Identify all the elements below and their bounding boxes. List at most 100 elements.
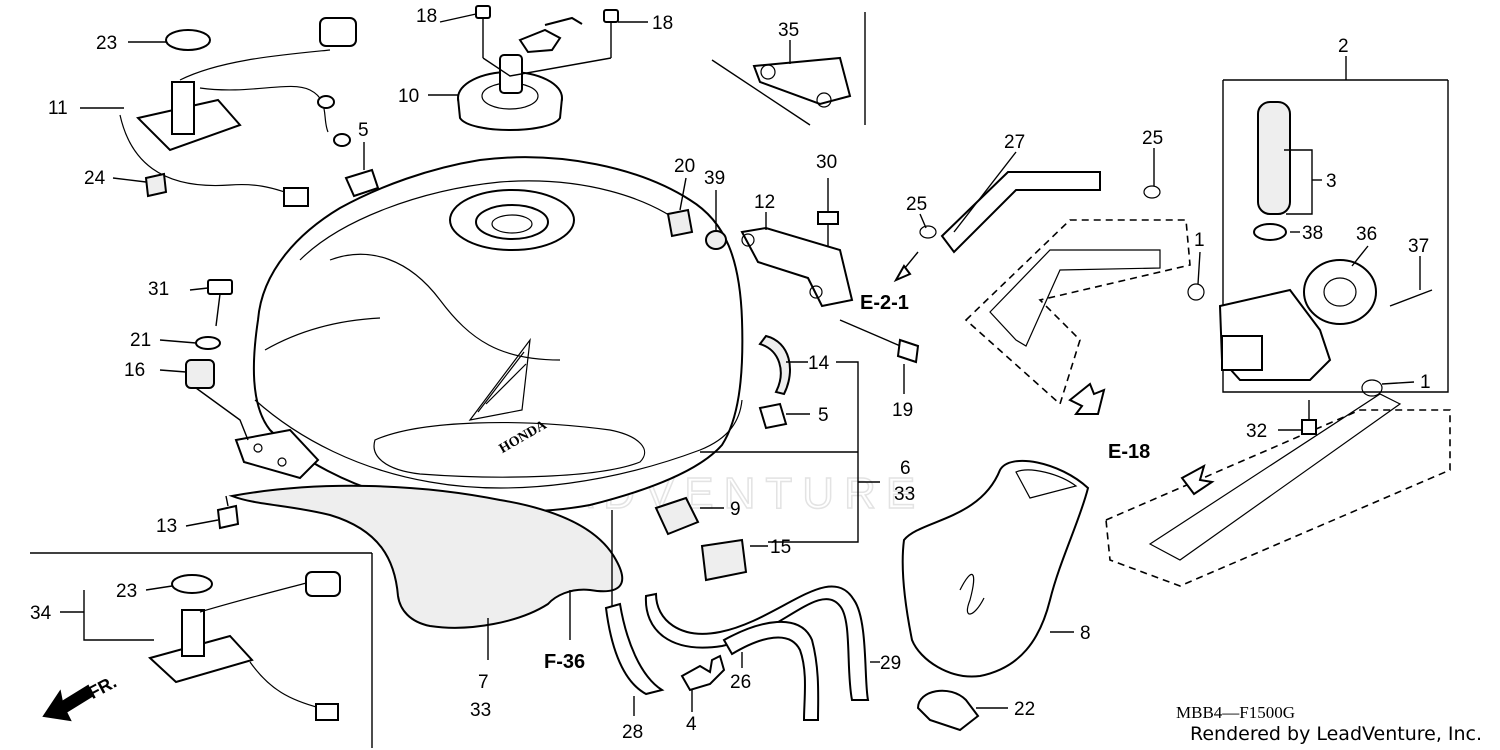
pad-15 <box>700 538 748 582</box>
washer-39 <box>705 230 727 250</box>
callout-19: 19 <box>892 400 913 421</box>
callout-35: 35 <box>778 20 799 41</box>
hose-27 <box>940 171 1101 254</box>
fuel-pump-assy-upper <box>119 17 357 207</box>
arrow-e18-upper <box>1068 382 1106 415</box>
cap-bolt-left <box>475 5 491 58</box>
fuel-cap <box>457 16 583 131</box>
callout-30: 30 <box>816 152 837 173</box>
clip-25-lower <box>919 225 937 239</box>
nut-24 <box>144 172 168 198</box>
callout-31: 31 <box>148 279 169 300</box>
callout-1-lower: 1 <box>1420 372 1431 393</box>
tube-26 <box>722 620 820 721</box>
tube-28 <box>604 602 665 696</box>
tube-14 <box>758 334 791 396</box>
callout-16: 16 <box>124 360 145 381</box>
screw-32 <box>1301 400 1317 435</box>
ref-f-36: F-36 <box>544 651 585 673</box>
callout-6: 6 <box>900 458 911 479</box>
credit: Rendered by LeadVenture, Inc. <box>1190 723 1482 745</box>
arrow-e2-1 <box>893 251 919 283</box>
callout-21: 21 <box>130 330 151 351</box>
callout-3: 3 <box>1326 171 1337 192</box>
callout-14: 14 <box>808 353 830 374</box>
section-lines <box>30 12 1449 748</box>
callout-39: 39 <box>704 168 725 189</box>
callout-26: 26 <box>730 672 751 693</box>
heat-guard-8 <box>901 459 1090 678</box>
callout-22: 22 <box>1014 699 1035 720</box>
callout-24: 24 <box>84 168 106 189</box>
leader-lines <box>60 13 1421 716</box>
callout-28: 28 <box>622 722 643 743</box>
callout-18-right: 18 <box>652 13 673 34</box>
nut-20 <box>666 208 694 238</box>
washer-21 <box>195 336 221 350</box>
grommet-5-mid <box>758 402 788 430</box>
fuel-tank: HONDA <box>234 156 744 513</box>
diaphragm-36 <box>1303 259 1377 325</box>
callout-36: 36 <box>1356 224 1377 245</box>
callout-37: 37 <box>1408 236 1429 257</box>
callout-23-top: 23 <box>96 33 117 54</box>
callout-7: 7 <box>478 672 489 693</box>
clip-1-upper <box>1187 283 1205 301</box>
callout-33-right: 33 <box>894 484 915 505</box>
bracket-35 <box>752 56 852 108</box>
fitting-4 <box>680 654 726 692</box>
callout-11: 11 <box>48 98 68 119</box>
tube-29 <box>644 585 870 701</box>
callout-33-bottom: 33 <box>470 700 491 721</box>
valve-body <box>1218 288 1332 381</box>
callout-18-left: 18 <box>416 6 437 27</box>
dashed-hose-lower <box>1105 393 1451 587</box>
fuel-pump-assy-lower <box>147 571 341 721</box>
grommet-5-top <box>344 168 380 198</box>
ref-e-2-1: E-2-1 <box>860 292 909 314</box>
callout-9: 9 <box>730 499 741 520</box>
bolt-13 <box>216 495 240 530</box>
callout-8: 8 <box>1080 623 1091 644</box>
o-ring-top <box>165 29 211 51</box>
callout-1-upper: 1 <box>1194 230 1205 251</box>
clip-1-lower <box>1361 379 1383 397</box>
clamp-22 <box>916 689 980 732</box>
callout-25-upper: 25 <box>1142 128 1163 149</box>
arrow-e18-lower <box>1180 463 1215 496</box>
screw-37 <box>1389 289 1433 307</box>
callout-numbers: 23 11 24 18 18 10 5 31 21 16 13 35 20 39… <box>30 6 1431 743</box>
callout-25-lower: 25 <box>906 194 927 215</box>
bolt-31 <box>207 279 233 327</box>
callout-10: 10 <box>398 86 419 107</box>
bolt-19 <box>839 319 920 364</box>
clip-9 <box>654 496 700 536</box>
callout-20: 20 <box>674 156 695 177</box>
callout-12: 12 <box>754 192 775 213</box>
bracket-12 <box>740 226 854 308</box>
callout-15: 15 <box>770 537 791 558</box>
callout-5-mid: 5 <box>818 405 829 426</box>
drawing-code: MBB4—F1500G <box>1176 703 1295 722</box>
o-ring-lower <box>171 574 213 594</box>
callout-4: 4 <box>686 714 697 735</box>
cushion-16 <box>185 359 215 389</box>
callout-38: 38 <box>1302 223 1323 244</box>
front-direction-arrow <box>42 684 94 722</box>
callout-23-bottom: 23 <box>116 581 137 602</box>
callout-29: 29 <box>880 653 901 674</box>
fuel-filter-3 <box>1257 101 1291 215</box>
ref-e-18: E-18 <box>1108 441 1150 463</box>
cap-bolt-right <box>603 9 619 58</box>
callout-34: 34 <box>30 603 52 624</box>
callout-27: 27 <box>1004 132 1025 153</box>
callout-2: 2 <box>1338 36 1349 57</box>
bolt-30 <box>817 211 839 246</box>
o-ring-38 <box>1253 223 1287 241</box>
callout-5-top: 5 <box>358 120 369 141</box>
clip-25-upper <box>1143 185 1161 199</box>
dashed-hose-upper <box>964 219 1191 406</box>
callout-32: 32 <box>1246 421 1267 442</box>
callout-13: 13 <box>156 516 177 537</box>
